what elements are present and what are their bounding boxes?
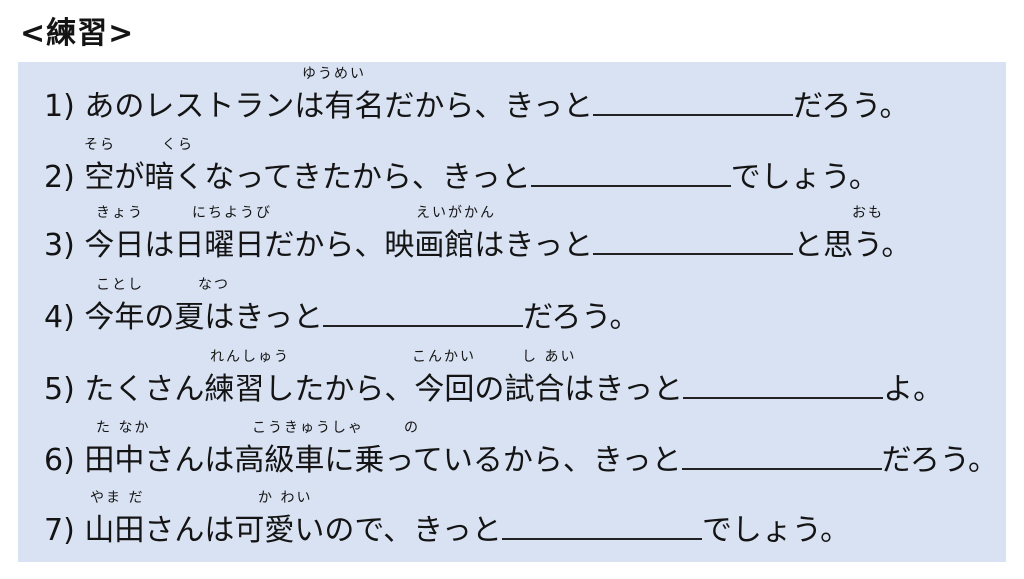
- answer-blank[interactable]: [683, 371, 884, 399]
- sentence-ending: だろう。: [523, 300, 640, 335]
- exercise-sentence: 4) 今年の夏はきっと だろう。: [44, 299, 640, 337]
- furigana: の: [404, 420, 420, 436]
- page-title: <練習>: [20, 16, 135, 51]
- answer-blank[interactable]: [681, 442, 882, 470]
- furigana: やま だ: [90, 490, 145, 506]
- furigana: し あい: [522, 349, 577, 365]
- exercise-sentence: 5) たくさん練習したから、今回の試合はきっと よ。: [44, 371, 943, 409]
- sentence-ending: だろう。: [793, 89, 910, 124]
- exercise-sentence: 7) 山田さんは可愛いので、きっと でしょう。: [44, 512, 850, 550]
- furigana: おも: [852, 205, 884, 221]
- furigana: そら: [84, 137, 116, 153]
- exercise-sentence: 6) 田中さんは高級車に乗っているから、きっと だろう。: [44, 442, 998, 480]
- sentence-text: 6) 田中さんは高級車に乗っているから、きっと: [44, 443, 682, 478]
- answer-blank[interactable]: [530, 159, 731, 187]
- furigana: くら: [162, 137, 194, 153]
- furigana: か わい: [258, 490, 313, 506]
- furigana: れんしゅう: [210, 349, 290, 365]
- furigana: ゆうめい: [302, 66, 366, 82]
- furigana: ことし: [96, 277, 144, 293]
- furigana: にちようび: [192, 205, 272, 221]
- sentence-ending: だろう。: [881, 443, 999, 478]
- sentence-ending: でしょう。: [701, 513, 851, 548]
- furigana: た なか: [96, 420, 151, 436]
- exercise-sentence: 2) 空が暗くなってきたから、きっと でしょう。: [44, 159, 879, 197]
- sentence-ending: でしょう。: [730, 160, 879, 195]
- furigana: えいがかん: [416, 205, 496, 221]
- furigana: きょう: [96, 205, 144, 221]
- exercise-panel: ゆうめい 1) あのレストランは有名だから、きっとだろう。 そら くら 2) 空…: [18, 62, 1006, 562]
- sentence-text: 5) たくさん練習したから、今回の試合はきっと: [44, 372, 684, 407]
- answer-blank[interactable]: [593, 227, 794, 255]
- sentence-text: 4) 今年の夏はきっと: [44, 300, 324, 335]
- answer-blank[interactable]: [593, 88, 794, 116]
- furigana: こんかい: [412, 349, 476, 365]
- exercise-sentence: 3) 今日は日曜日だから、映画館はきっと と思う。: [44, 227, 911, 265]
- answer-blank[interactable]: [501, 512, 702, 540]
- sentence-ending: よ。: [883, 372, 944, 407]
- sentence-text: 7) 山田さんは可愛いので、きっと: [44, 513, 502, 548]
- sentence-ending: と思う。: [793, 228, 912, 263]
- sentence-text: 2) 空が暗くなってきたから、きっと: [44, 160, 531, 195]
- answer-blank[interactable]: [323, 299, 524, 327]
- sentence-text: 3) 今日は日曜日だから、映画館はきっと: [44, 228, 594, 263]
- sentence-text: 1) あのレストランは有名だから、きっと: [44, 89, 594, 124]
- furigana: なつ: [198, 277, 230, 293]
- furigana: こうきゅうしゃ: [252, 420, 364, 436]
- exercise-sentence: 1) あのレストランは有名だから、きっと だろう。: [44, 88, 910, 126]
